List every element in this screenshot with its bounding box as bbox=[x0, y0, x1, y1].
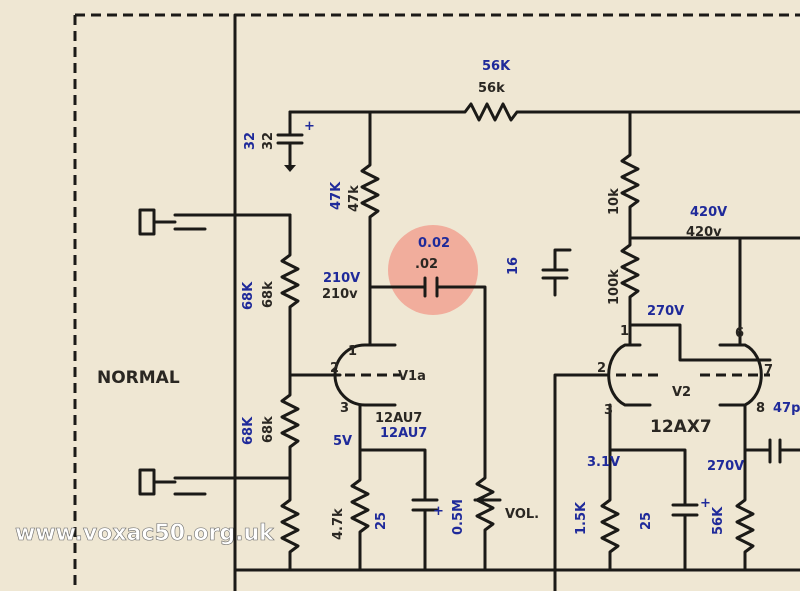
resistor-68k-top bbox=[280, 213, 342, 377]
annotation-270v-cathode: 270V bbox=[707, 459, 744, 474]
annotation-25-right: 25 bbox=[639, 512, 654, 530]
label-420v-printed: 420v bbox=[686, 225, 722, 240]
input-jack-2-wiring bbox=[152, 476, 292, 496]
pin-1-v2: 1 bbox=[620, 324, 629, 339]
input-jack-2[interactable] bbox=[138, 468, 156, 496]
v2-cathode-right-47pf bbox=[735, 403, 800, 572]
label-4-7k-printed: 4.7k bbox=[331, 508, 346, 540]
pin-1-v1: 1 bbox=[348, 344, 357, 359]
label-47k-printed: 47k bbox=[347, 185, 362, 212]
resistor-56k-top bbox=[288, 102, 800, 122]
capacitor-002-and-volume-pot bbox=[368, 276, 495, 572]
label-v2: V2 bbox=[672, 385, 691, 400]
label-32-printed: 32 bbox=[261, 132, 276, 150]
annotation-25-left: 25 bbox=[374, 512, 389, 530]
label-v1a: V1a bbox=[398, 369, 426, 384]
pin-2-v2: 2 bbox=[597, 361, 606, 376]
plus-sign-3: + bbox=[700, 496, 711, 511]
annotation-56k-top: 56K bbox=[482, 59, 511, 74]
pin-2-v1: 2 bbox=[330, 361, 339, 376]
annotation-420v: 420V bbox=[690, 205, 727, 220]
label-10k-printed: 10k bbox=[607, 188, 622, 215]
watermark: www.voxac50.org.uk bbox=[15, 521, 275, 546]
annotation-270v-plate: 270V bbox=[647, 304, 684, 319]
annotation-31v: 3.1V bbox=[587, 455, 620, 470]
label-normal: NORMAL bbox=[97, 368, 180, 388]
annotation-32: 32 bbox=[243, 132, 258, 150]
v2-cathode-left bbox=[600, 403, 699, 572]
label-68k-top-printed: 68k bbox=[261, 281, 276, 308]
v1a-cathode-network bbox=[350, 403, 439, 572]
resistor-47k bbox=[360, 110, 380, 347]
resistor-68k-bottom bbox=[280, 373, 300, 480]
label-02-printed: .02 bbox=[415, 257, 438, 272]
pin-6-v2: 6 bbox=[735, 326, 744, 341]
annotation-05m: 0.5M bbox=[451, 499, 466, 535]
label-v2-type: 12AX7 bbox=[650, 417, 712, 437]
annotation-68k-bottom: 68K bbox=[241, 416, 256, 445]
capacitor-16 bbox=[541, 236, 800, 297]
annotation-47pf: 47pF bbox=[773, 401, 800, 416]
annotation-15k: 1.5K bbox=[574, 501, 589, 535]
annotation-12au7: 12AU7 bbox=[380, 426, 427, 441]
label-56k-printed: 56k bbox=[478, 81, 505, 96]
label-210v-printed: 210v bbox=[322, 287, 358, 302]
annotation-68k-top: 68K bbox=[241, 281, 256, 310]
pin-3-v2: 3 bbox=[604, 403, 613, 418]
capacitor-32 bbox=[276, 110, 304, 167]
ground-symbol bbox=[284, 165, 296, 172]
highlight-circle bbox=[388, 225, 478, 315]
pin-8-v2: 8 bbox=[756, 401, 765, 416]
v2-grid-input bbox=[553, 373, 602, 591]
annotation-210v: 210V bbox=[323, 271, 360, 286]
label-vol: VOL. bbox=[505, 507, 539, 522]
pin-7-v2: 7 bbox=[764, 363, 773, 378]
v2-plate-wiring bbox=[628, 236, 772, 362]
annotation-47k: 47K bbox=[329, 181, 344, 210]
annotation-56k-cathode: 56K bbox=[711, 506, 726, 535]
label-100k-printed: 100k bbox=[607, 269, 622, 305]
plus-sign-2: + bbox=[433, 504, 444, 519]
label-68k-bottom-printed: 68k bbox=[261, 416, 276, 443]
tube-v1a bbox=[333, 343, 397, 407]
input-jack-1-wiring bbox=[152, 213, 292, 231]
pin-3-v1: 3 bbox=[340, 401, 349, 416]
resistor-10k-100k bbox=[620, 110, 640, 347]
resistor-grid-leak bbox=[280, 476, 300, 572]
plus-sign: + bbox=[304, 119, 315, 134]
label-v1-type-printed: 12AU7 bbox=[375, 411, 422, 426]
annotation-16: 16 bbox=[506, 257, 521, 275]
annotation-002: 0.02 bbox=[418, 236, 450, 251]
input-jack-1[interactable] bbox=[138, 208, 156, 236]
annotation-5v: 5V bbox=[333, 434, 352, 449]
